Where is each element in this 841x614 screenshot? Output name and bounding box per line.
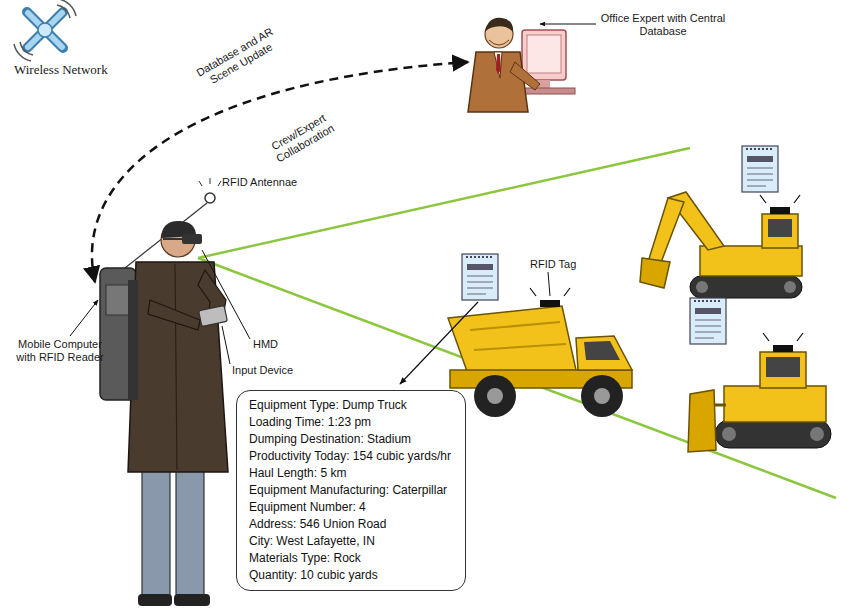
wireless-icon [14, 0, 76, 61]
office-expert-figure [468, 18, 575, 112]
bulldozer [688, 333, 831, 452]
network-label: Wireless Network [14, 62, 108, 78]
part-label: Input Device [232, 364, 293, 377]
tag-card [690, 298, 726, 344]
info-line: Dumping Destination: Stadium [249, 431, 411, 448]
info-line: Haul Length: 5 km [249, 465, 346, 482]
info-line: Quantity: 10 cubic yards [249, 567, 378, 584]
info-line: City: West Lafayette, IN [249, 533, 375, 550]
excavator [640, 192, 802, 298]
info-box: Equipment Type: Dump TruckLoading Time: … [236, 390, 466, 591]
info-line: Loading Time: 1:23 pm [249, 414, 371, 431]
info-line: Equipment Number: 4 [249, 499, 366, 516]
leader-line [222, 326, 230, 364]
info-line: Materials Type: Rock [249, 550, 361, 567]
part-label: Mobile Computer with RFID Reader [14, 338, 106, 364]
arrow-label: Crew/Expert Collaboration [260, 106, 344, 170]
dump-truck [448, 288, 632, 417]
leader-line [70, 300, 98, 336]
view-line [198, 148, 690, 258]
leader-line [400, 302, 478, 384]
leader-line [548, 272, 550, 296]
view-line [198, 258, 836, 498]
part-label: HMD [253, 338, 278, 351]
info-line: Equipment Manufacturing: Caterpillar [249, 482, 447, 499]
tag-card [462, 254, 498, 300]
leader-line [540, 24, 596, 25]
worker-figure [100, 178, 228, 606]
part-label: RFID Tag [530, 258, 576, 271]
arrow-label: Database and AR Scene Update [192, 24, 285, 93]
info-line: Productivity Today: 154 cubic yards/hr [249, 448, 451, 465]
part-label: RFID Antennae [222, 176, 297, 189]
leader-line [202, 250, 250, 339]
collaboration-arrow [92, 62, 468, 282]
expert-label: Office Expert with Central Database [598, 12, 728, 38]
info-line: Address: 546 Union Road [249, 516, 386, 533]
info-line: Equipment Type: Dump Truck [249, 397, 407, 414]
tag-card [742, 146, 778, 192]
